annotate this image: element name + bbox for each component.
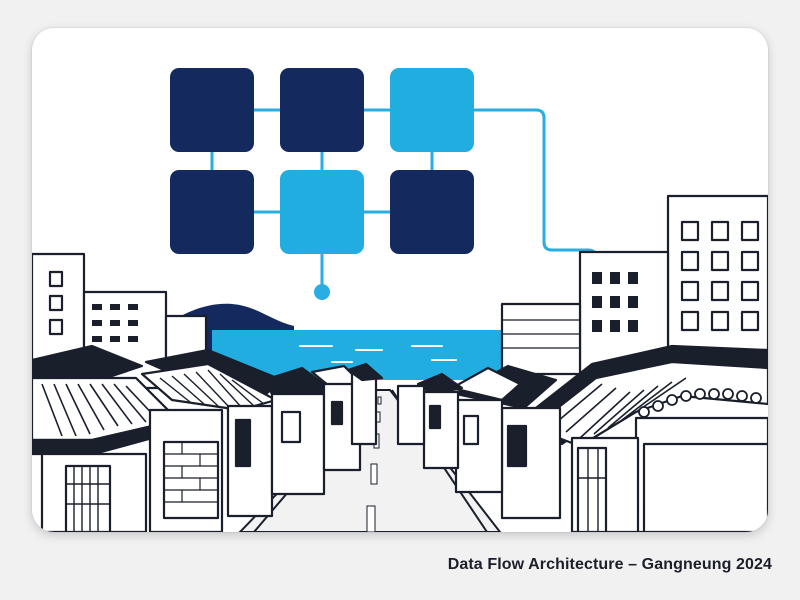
process-node bbox=[280, 170, 364, 254]
right-buildings bbox=[396, 194, 768, 532]
roof-tiles bbox=[638, 388, 762, 418]
street-scene-illustration bbox=[32, 68, 768, 532]
process-node bbox=[170, 170, 254, 254]
data-flow-diagram bbox=[170, 68, 598, 300]
figure-caption: Data Flow Architecture – Gangneung 2024 bbox=[447, 556, 772, 573]
process-node bbox=[280, 68, 364, 152]
process-node bbox=[390, 68, 474, 152]
endpoint-node bbox=[314, 284, 330, 300]
sea-waves bbox=[299, 345, 457, 363]
connector bbox=[474, 108, 598, 294]
left-buildings bbox=[32, 252, 384, 532]
illustration-card bbox=[32, 28, 768, 532]
process-node bbox=[390, 170, 474, 254]
process-node bbox=[170, 68, 254, 152]
